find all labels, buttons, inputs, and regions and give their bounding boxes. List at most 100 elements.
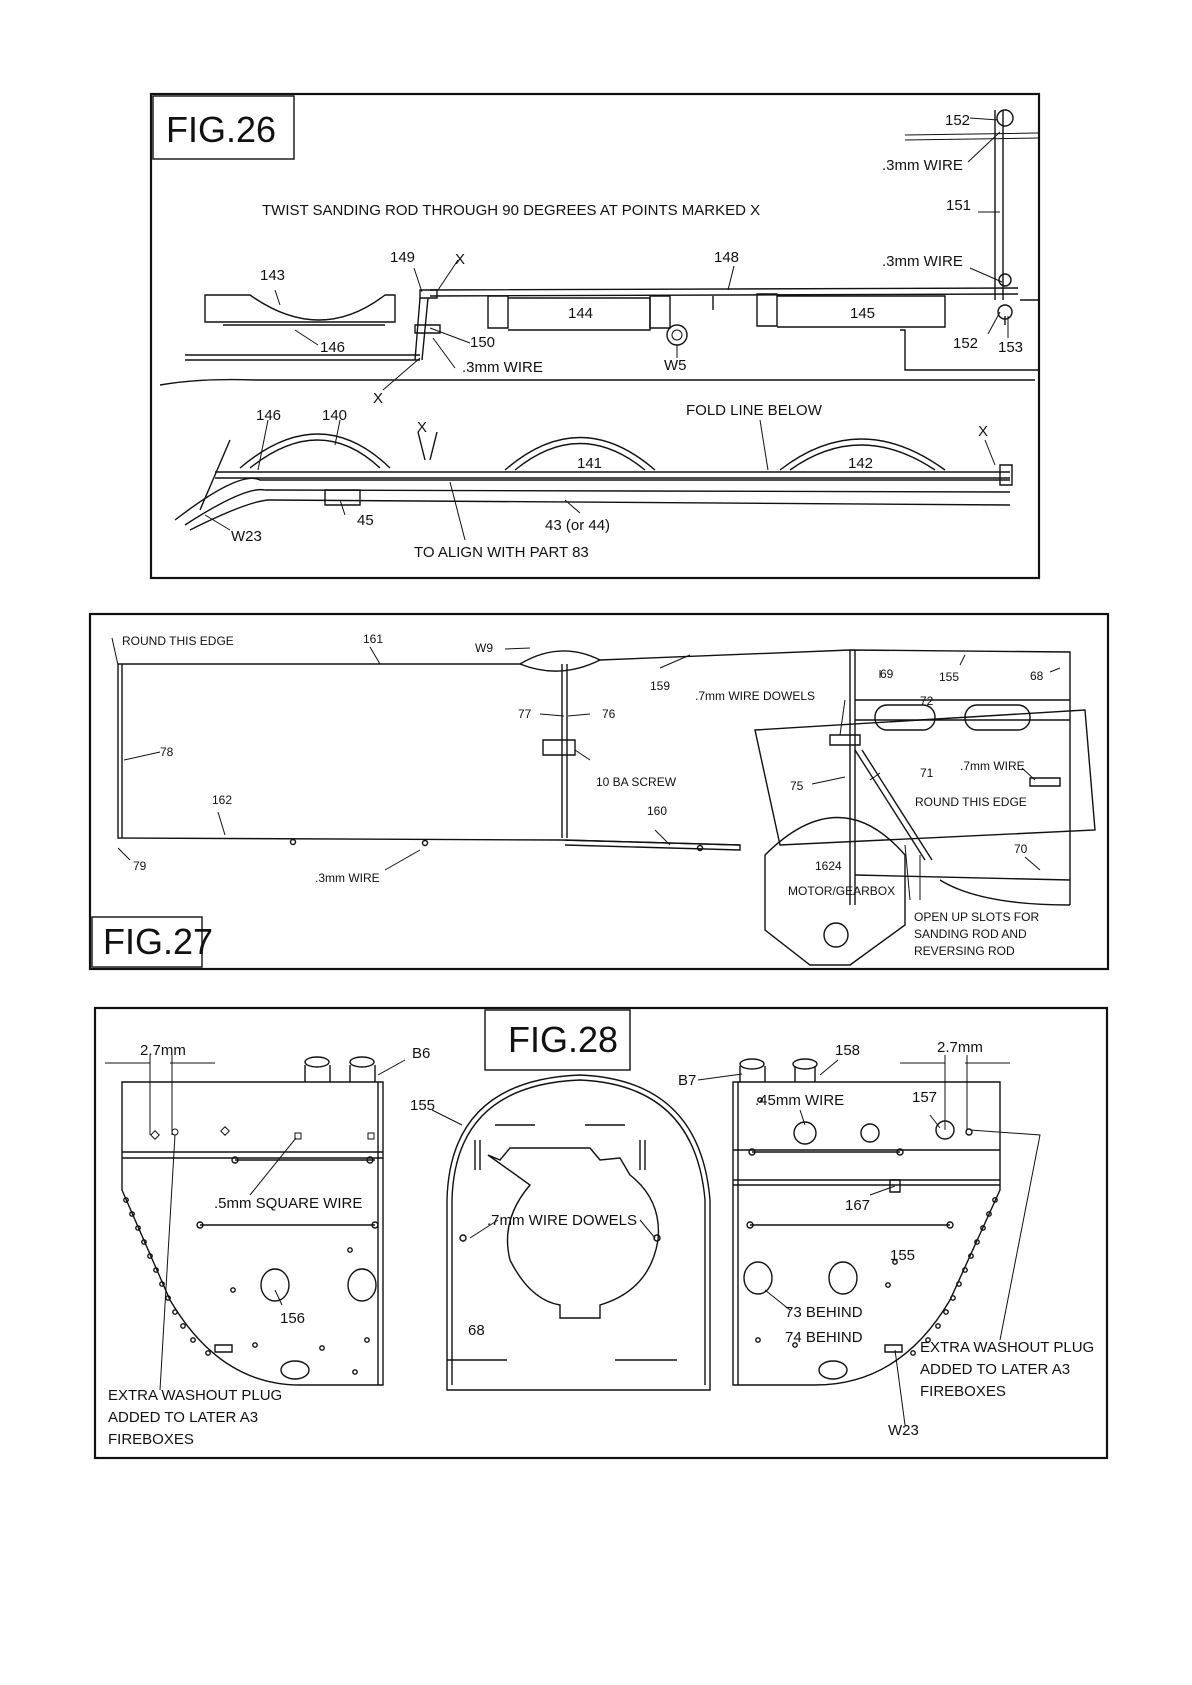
part-79-label: 79 bbox=[133, 859, 147, 873]
part-162-label: 162 bbox=[212, 793, 232, 807]
part-167-label: 167 bbox=[845, 1197, 870, 1214]
motor-gearbox-label: MOTOR/GEARBOX bbox=[788, 884, 895, 898]
w5-washer bbox=[666, 324, 688, 346]
figure-28-title-box bbox=[484, 1009, 631, 1071]
wire-3mm-label-3: .3mm WIRE bbox=[462, 359, 543, 376]
b6-label: B6 bbox=[412, 1045, 430, 1062]
twist-note: TWIST SANDING ROD THROUGH 90 DEGREES AT … bbox=[262, 202, 760, 219]
lower-assembly bbox=[174, 431, 1013, 531]
washout-note-left-1: EXTRA WASHOUT PLUG bbox=[108, 1387, 282, 1404]
figure-26-title: FIG.26 bbox=[166, 109, 276, 150]
washout-note-left-3: FIREBOXES bbox=[108, 1431, 194, 1448]
dimension-left-label: 2.7mm bbox=[140, 1042, 186, 1059]
part-142-label: 142 bbox=[848, 455, 873, 472]
figure-27-frame bbox=[88, 612, 1110, 971]
part-1624-label: 1624 bbox=[815, 859, 842, 873]
part-160-label: 160 bbox=[647, 804, 667, 818]
fig28-dimensions bbox=[105, 1055, 1010, 1135]
part-78-label: 78 bbox=[160, 745, 174, 759]
wire-dowels-label-fig28: .7mm WIRE DOWELS bbox=[487, 1212, 637, 1229]
round-edge-label-2: ROUND THIS EDGE bbox=[915, 795, 1027, 809]
w23-label-fig28: W23 bbox=[888, 1422, 919, 1439]
fold-line-label: FOLD LINE BELOW bbox=[686, 402, 823, 419]
part-77-label: 77 bbox=[518, 707, 532, 721]
w23-label-fig26: W23 bbox=[231, 528, 262, 545]
square-wire-label: .5mm SQUARE WIRE bbox=[214, 1195, 362, 1212]
part-152-top bbox=[996, 109, 1014, 127]
part-149-label: 149 bbox=[390, 249, 415, 266]
fig28-leaders bbox=[159, 1059, 1041, 1426]
part-75-label: 75 bbox=[790, 779, 804, 793]
part-155-label-fig28-left: 155 bbox=[410, 1097, 435, 1114]
washout-note-right-2: ADDED TO LATER A3 bbox=[920, 1361, 1070, 1378]
right-side-rivets bbox=[746, 1097, 998, 1356]
washout-note-left-2: ADDED TO LATER A3 bbox=[108, 1409, 258, 1426]
part-148-label: 148 bbox=[714, 249, 739, 266]
backhead-plate bbox=[446, 1074, 711, 1391]
part-157-label: 157 bbox=[912, 1089, 937, 1106]
figure-27: FIG.27 bbox=[88, 612, 1110, 971]
wire-7mm-label: .7mm WIRE bbox=[960, 759, 1025, 773]
part-143-label: 143 bbox=[260, 267, 285, 284]
screw-label: 10 BA SCREW bbox=[596, 775, 677, 789]
part-76-label: 76 bbox=[602, 707, 616, 721]
wire-dowels-label-fig27: .7mm WIRE DOWELS bbox=[695, 689, 815, 703]
part-152-label-top: 152 bbox=[945, 112, 970, 129]
figure-26-title-box bbox=[152, 95, 295, 160]
fig26-leaders bbox=[274, 117, 1009, 391]
upper-assembly bbox=[159, 109, 1040, 386]
footplate-assembly bbox=[117, 649, 1096, 966]
part-140-label: 140 bbox=[322, 407, 347, 424]
fig27-rivets bbox=[289, 838, 704, 852]
part-71-label: 71 bbox=[920, 766, 934, 780]
part-70-label: 70 bbox=[1014, 842, 1028, 856]
part-151-label: 151 bbox=[946, 197, 971, 214]
part-145-label: 145 bbox=[850, 305, 875, 322]
twist-mark-x-3: X bbox=[417, 419, 427, 436]
w9-label: W9 bbox=[475, 641, 493, 655]
fig26-leaders-lower bbox=[204, 419, 996, 541]
dimension-right-label: 2.7mm bbox=[937, 1039, 983, 1056]
figure-26-frame bbox=[149, 92, 1041, 580]
part-150-label: 150 bbox=[470, 334, 495, 351]
part-72-label: 72 bbox=[920, 694, 934, 708]
part-152-label-bottom: 152 bbox=[953, 335, 978, 352]
part-153-label: 153 bbox=[998, 339, 1023, 356]
fig27-leaders bbox=[111, 637, 1061, 901]
part-158-label: 158 bbox=[835, 1042, 860, 1059]
left-firebox-side bbox=[121, 1056, 384, 1386]
part-146-label-bottom: 146 bbox=[256, 407, 281, 424]
part-68-label-fig27: 68 bbox=[1030, 669, 1044, 683]
part-159-label: 159 bbox=[650, 679, 670, 693]
figure-28-frame bbox=[93, 1006, 1109, 1460]
slots-note-line-2: SANDING ROD AND bbox=[914, 927, 1027, 941]
twist-mark-x-2: X bbox=[373, 390, 383, 407]
part-69-label: 69 bbox=[880, 667, 894, 681]
figure-27-title: FIG.27 bbox=[103, 921, 213, 962]
part-74-label: 74 BEHIND bbox=[785, 1329, 863, 1346]
part-45-label: 45 bbox=[357, 512, 374, 529]
wire-3mm-label-1: .3mm WIRE bbox=[882, 157, 963, 174]
wire-3mm-label-fig27: .3mm WIRE bbox=[315, 871, 380, 885]
washout-note-right-3: FIREBOXES bbox=[920, 1383, 1006, 1400]
part-155-label-fig28-right: 155 bbox=[890, 1247, 915, 1264]
align-note: TO ALIGN WITH PART 83 bbox=[414, 544, 589, 561]
round-edge-label-1: ROUND THIS EDGE bbox=[122, 634, 234, 648]
part-144-label: 144 bbox=[568, 305, 593, 322]
w5-label: W5 bbox=[664, 357, 687, 374]
twist-mark-x-4: X bbox=[978, 423, 988, 440]
slots-note-line-3: REVERSING ROD bbox=[914, 944, 1015, 958]
wire-3mm-label-2: .3mm WIRE bbox=[882, 253, 963, 270]
figure-28: FIG.28 bbox=[93, 1006, 1109, 1460]
part-43-label: 43 (or 44) bbox=[545, 517, 610, 534]
washout-note-right-1: EXTRA WASHOUT PLUG bbox=[920, 1339, 1094, 1356]
slots-note-line-1: OPEN UP SLOTS FOR bbox=[914, 910, 1039, 924]
part-68-label-fig28: 68 bbox=[468, 1322, 485, 1339]
part-156-label: 156 bbox=[280, 1310, 305, 1327]
figure-27-title-box bbox=[91, 916, 203, 968]
part-161-label: 161 bbox=[363, 632, 383, 646]
figure-28-title: FIG.28 bbox=[508, 1019, 618, 1060]
wire-45mm-label: .45mm WIRE bbox=[755, 1092, 844, 1109]
part-155-label-fig27: 155 bbox=[939, 670, 959, 684]
